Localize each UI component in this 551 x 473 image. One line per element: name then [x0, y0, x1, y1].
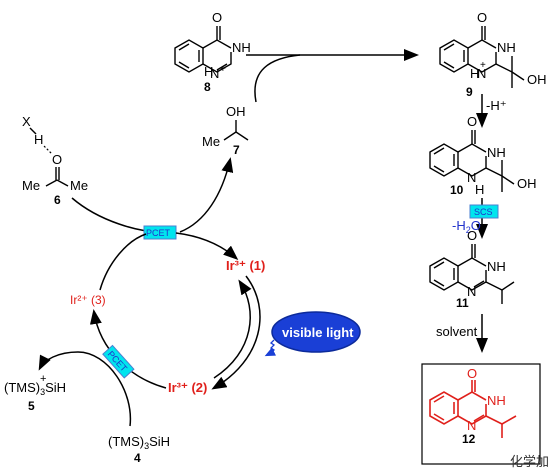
arrow-4-to-5: [38, 351, 132, 427]
svg-text:(TMS)3SiH: (TMS)3SiH: [4, 380, 66, 397]
c9-h: H: [470, 66, 479, 81]
cycle-arc-ir1-to-ir2: [211, 275, 261, 390]
c9-n: N: [477, 66, 486, 81]
c10-nh: NH: [487, 145, 506, 160]
c10-oh: OH: [517, 176, 537, 191]
cycle-arc-to-ir1: [175, 232, 239, 260]
c9-oh: OH: [527, 72, 547, 87]
compound-9: O NH N H + OH 9: [439, 10, 547, 99]
c6-me-right: Me: [70, 178, 88, 193]
compound-4: (TMS)3SiH 4: [108, 434, 170, 465]
c7-me: Me: [202, 134, 220, 149]
c10-n: N: [467, 170, 476, 185]
c8-nh: NH: [232, 40, 251, 55]
c10-h: H: [475, 182, 484, 197]
solvent-label: solvent: [436, 324, 478, 339]
pcet-tag-top: PCET: [143, 225, 177, 240]
pcet-top-label: PCET: [146, 228, 171, 238]
compound-8: O NH N + H 8: [174, 10, 251, 94]
scs-tag: SCS: [469, 204, 499, 219]
scs-label: SCS: [474, 207, 493, 217]
c12-nh: NH: [487, 393, 506, 408]
deprotonation-label: -H⁺: [486, 98, 507, 113]
c6-x: X: [22, 114, 31, 129]
c9-number: 9: [466, 85, 473, 99]
c8-plus: +: [220, 64, 226, 75]
c11-number: 11: [456, 296, 469, 310]
pcet-tag-bottom: PCET: [102, 344, 135, 379]
cycle-arc-ir2-to-ir3: [89, 309, 167, 389]
c8-number: 8: [204, 80, 211, 94]
cycle-arc-ir3-to-pcet: [99, 233, 147, 291]
c5-plus: +: [40, 373, 46, 385]
c9-plus: +: [480, 60, 486, 71]
ir2-label: Ir³⁺ (2): [168, 380, 207, 395]
c8-n: N: [210, 66, 219, 81]
c8-carbonyl-o: O: [212, 10, 222, 25]
c9-nh: NH: [497, 40, 516, 55]
c6-h: H: [34, 132, 43, 147]
cycle-arc-ir2-to-ir1: [213, 279, 252, 379]
c9-carbonyl-o: O: [477, 10, 487, 25]
arrow-pcet-to-7: [179, 157, 234, 233]
visible-light-label: visible light: [282, 325, 354, 340]
compound-10: O NH N H OH 10: [429, 114, 537, 197]
c7-number: 7: [233, 143, 240, 157]
arrow-7-joins: [254, 54, 301, 103]
c4-formula: (TMS): [108, 434, 144, 449]
c10-carbonyl-o: O: [467, 114, 477, 129]
c4-number: 4: [134, 451, 141, 465]
c6-me-left: Me: [22, 178, 40, 193]
product-box: [421, 363, 541, 465]
dehydration-label: -H2O: [452, 218, 481, 235]
c6-o: O: [52, 152, 62, 167]
compound-12: O NH N 12: [429, 366, 517, 446]
ir3-label: Ir²⁺ (3): [70, 293, 106, 307]
ir1-label: Ir³⁺ (1): [226, 258, 265, 273]
c5-number: 5: [28, 399, 35, 413]
compound-7: OH Me 7: [202, 104, 249, 157]
c12-carbonyl-o: O: [467, 366, 477, 381]
c8-h: H: [204, 64, 213, 79]
visible-light-badge: visible light: [264, 311, 361, 357]
compound-6: X H O Me Me 6: [22, 114, 88, 207]
c6-number: 6: [54, 193, 61, 207]
c12-number: 12: [462, 432, 476, 446]
c11-nh: NH: [487, 259, 506, 274]
c11-carbonyl-o: O: [467, 228, 477, 243]
c11-n: N: [467, 284, 476, 299]
watermark: 化学加: [510, 454, 549, 470]
compound-5: (TMS)3SiH + 5: [4, 373, 66, 413]
compound-11: O NH N 11: [429, 228, 515, 310]
c7-oh: OH: [226, 104, 246, 119]
c10-number: 10: [450, 183, 464, 197]
svg-text:(TMS)3SiH: (TMS)3SiH: [108, 434, 170, 451]
c5-formula: (TMS): [4, 380, 40, 395]
c12-n: N: [467, 418, 476, 433]
svg-text:-H2O: -H2O: [452, 218, 481, 235]
